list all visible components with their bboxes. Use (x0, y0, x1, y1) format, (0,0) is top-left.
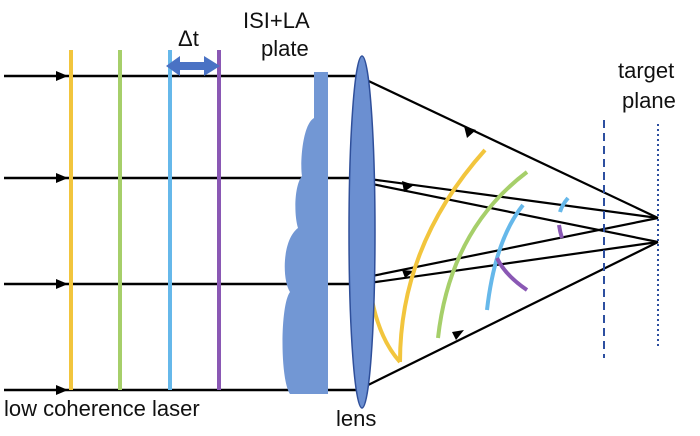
wavefronts-plane (69, 50, 221, 390)
delta-t-arrow (166, 56, 220, 76)
laser-label: low coherence laser (4, 396, 200, 421)
wavefronts-converging (370, 148, 570, 364)
lens-label: lens (336, 406, 376, 431)
delta-t-label: Δt (178, 26, 199, 51)
arc-blue (485, 203, 525, 311)
arrowhead-2 (56, 173, 68, 183)
ray-upper-b (361, 180, 659, 244)
plate-label-line2: plate (261, 36, 309, 61)
lens (348, 55, 376, 409)
arrowhead-4 (56, 385, 68, 395)
ray-arrowheads (402, 126, 476, 340)
arc-purple (495, 257, 529, 292)
beam-arrowheads (56, 71, 68, 395)
arrowhead-1 (56, 71, 68, 81)
arrowhead-3 (56, 279, 68, 289)
arc-purple-small (557, 224, 564, 239)
arc-blue-small (558, 196, 570, 213)
arc-green (436, 170, 529, 339)
target-label-line2: plane (622, 88, 676, 113)
focusing-rays (357, 75, 659, 391)
plate-label-line1: ISI+LA (243, 8, 310, 33)
isi-la-plate (282, 72, 328, 394)
arc-yellow-lower (370, 299, 402, 364)
ray-lower-a (361, 216, 659, 280)
ray-bottom (357, 241, 659, 391)
ray-top (357, 75, 659, 219)
target-label-line1: target (618, 58, 674, 83)
arc-yellow (398, 148, 487, 363)
